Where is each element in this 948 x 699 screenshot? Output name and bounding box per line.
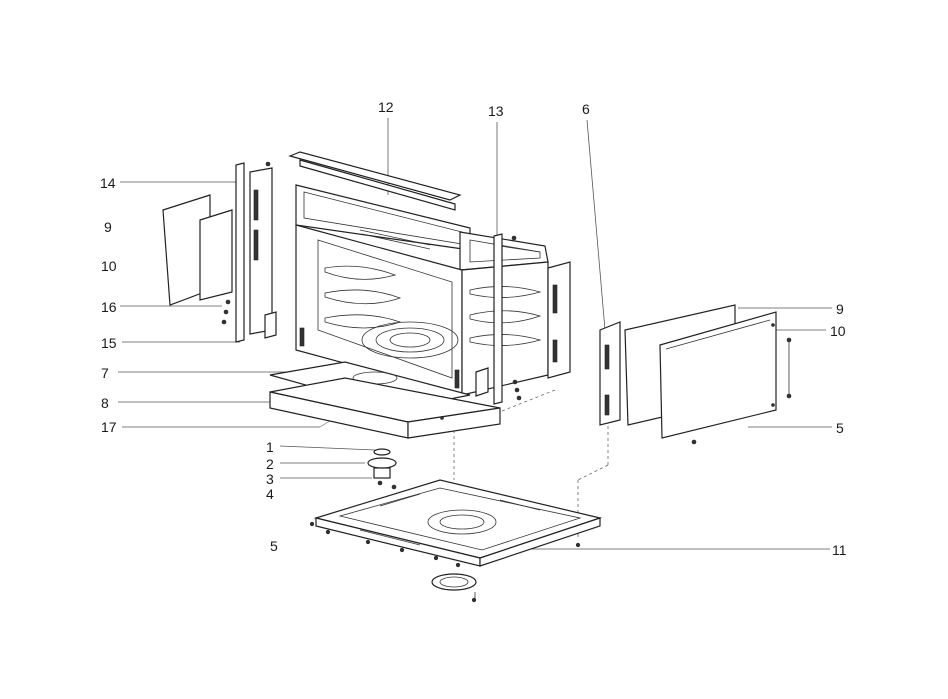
callout-5-right: 5 (836, 420, 844, 436)
callout-4: 4 (266, 486, 274, 502)
turntable-parts (367, 448, 397, 490)
leader-lines (118, 118, 832, 550)
callout-9-left: 9 (104, 219, 112, 235)
right-inner-panel-part-10 (659, 311, 777, 439)
callout-16: 16 (101, 299, 117, 315)
callout-10-right: 10 (830, 323, 846, 339)
top-panel-part-12 (288, 151, 462, 211)
callout-7: 7 (101, 365, 109, 381)
base-plate-part-11 (313, 479, 603, 600)
callout-3: 3 (266, 471, 274, 487)
callout-12: 12 (378, 99, 394, 115)
callout-1: 1 (266, 439, 274, 455)
callout-15: 15 (101, 335, 117, 351)
callout-11: 11 (832, 542, 847, 558)
callout-13: 13 (488, 103, 504, 119)
right-hinge-bracket-part-13 (475, 233, 522, 405)
callout-5-bottom: 5 (270, 538, 278, 554)
side-bracket-left (547, 261, 571, 379)
side-bracket-part-6 (599, 321, 621, 426)
screws-part-16 (221, 161, 271, 325)
callout-9-right: 9 (836, 301, 844, 317)
floor-plate-part-8 (269, 377, 501, 439)
left-hinge-bracket-part-14 (235, 162, 277, 343)
callout-2: 2 (266, 456, 274, 472)
callout-17: 17 (101, 419, 117, 435)
callout-14: 14 (100, 175, 116, 191)
screws-part-5-bottom (309, 521, 581, 603)
callout-10-left: 10 (101, 258, 117, 274)
callout-6: 6 (582, 101, 590, 117)
callout-8: 8 (101, 395, 109, 411)
oven-cavity (295, 184, 549, 396)
screws-part-5-right (691, 337, 792, 445)
left-inner-panel-part-10 (199, 209, 233, 301)
